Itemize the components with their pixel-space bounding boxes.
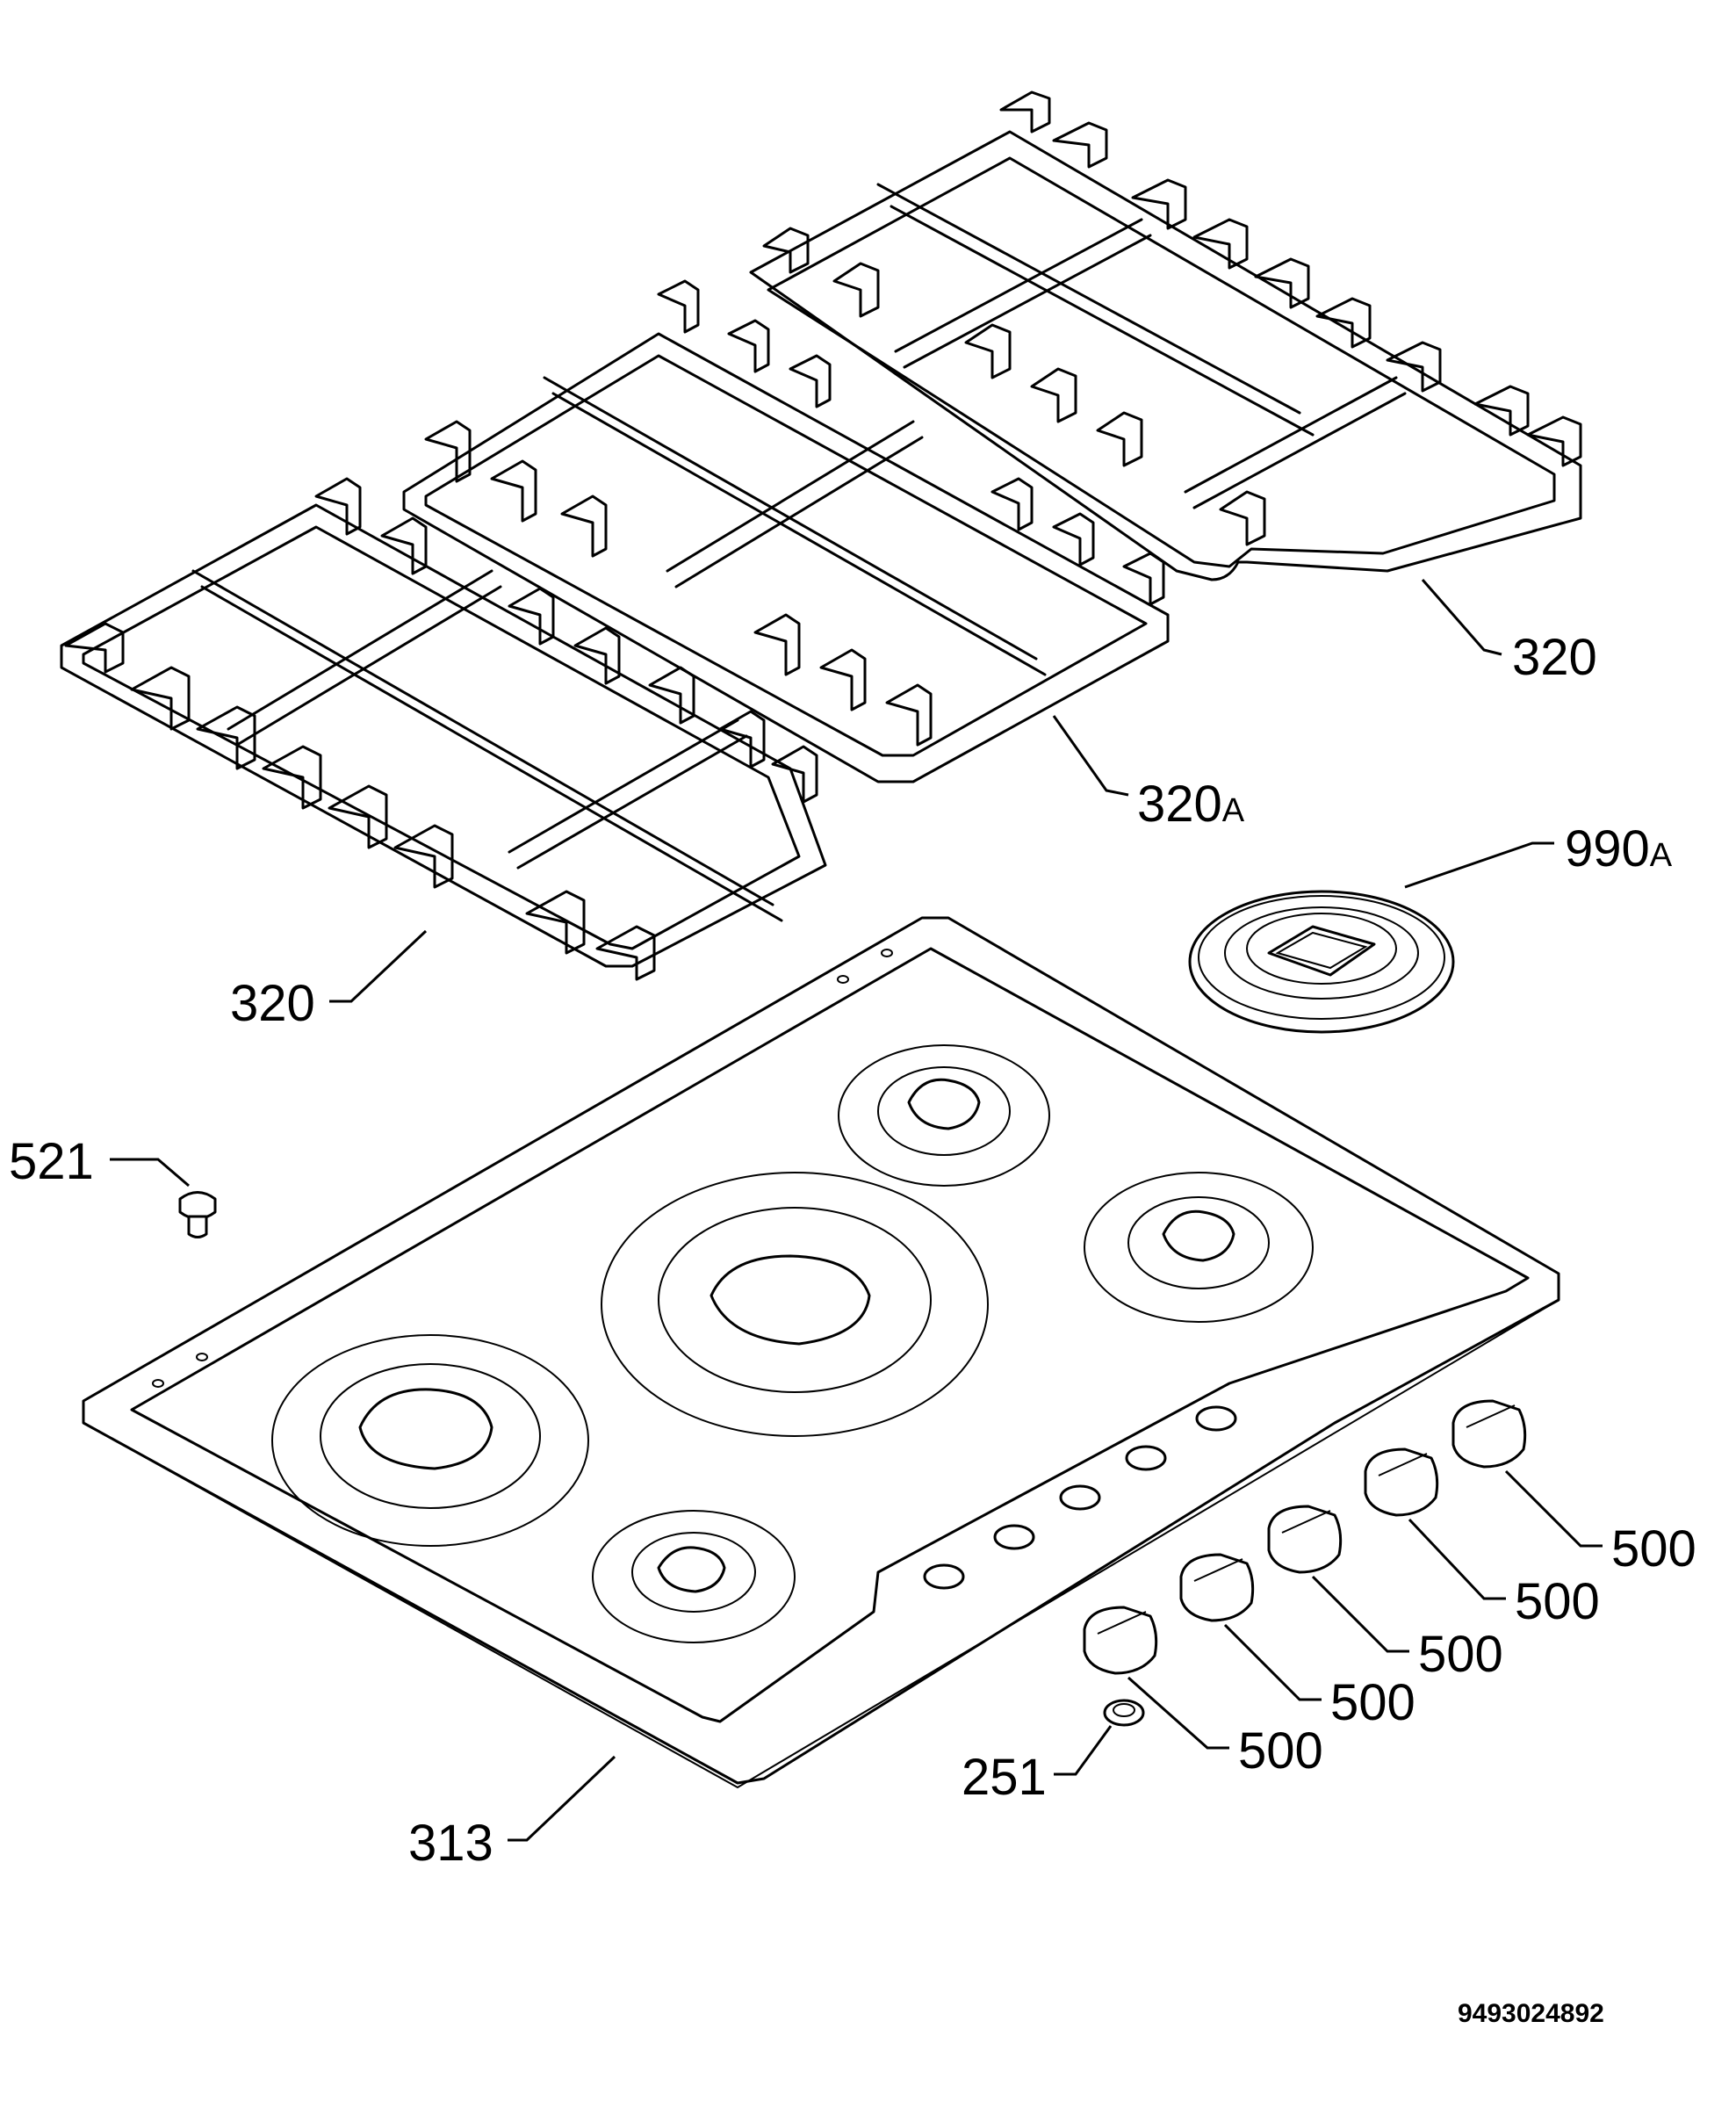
screw-part <box>178 1191 217 1238</box>
label-wok-ring: 990A <box>1565 820 1673 877</box>
grate-left <box>60 477 827 981</box>
document-number: 9493024892 <box>1458 1999 1604 2028</box>
label-knob-5: 500 <box>1611 1520 1696 1577</box>
label-grate-middle: 320A <box>1137 776 1245 833</box>
label-knob-1: 500 <box>1238 1722 1323 1780</box>
grate-right <box>749 90 1582 581</box>
wok-ring <box>1188 890 1455 1034</box>
label-knob-4: 500 <box>1515 1573 1600 1630</box>
label-washer: 251 <box>962 1749 1047 1806</box>
knobs <box>1083 1399 1527 1675</box>
hob-top <box>82 916 1560 1789</box>
label-knob-2: 500 <box>1330 1674 1415 1731</box>
callout-labels: 320 320A 320 990A 521 313 251 500 500 50… <box>9 629 1696 2028</box>
label-grate-right: 320 <box>1512 629 1597 686</box>
label-knob-3: 500 <box>1418 1626 1503 1683</box>
leader-lines <box>110 579 1603 1842</box>
label-grate-left: 320 <box>230 975 315 1032</box>
label-hob-top: 313 <box>408 1815 493 1872</box>
label-screw: 521 <box>9 1133 94 1190</box>
grate-middle <box>402 279 1170 783</box>
washer-part <box>1103 1699 1145 1727</box>
